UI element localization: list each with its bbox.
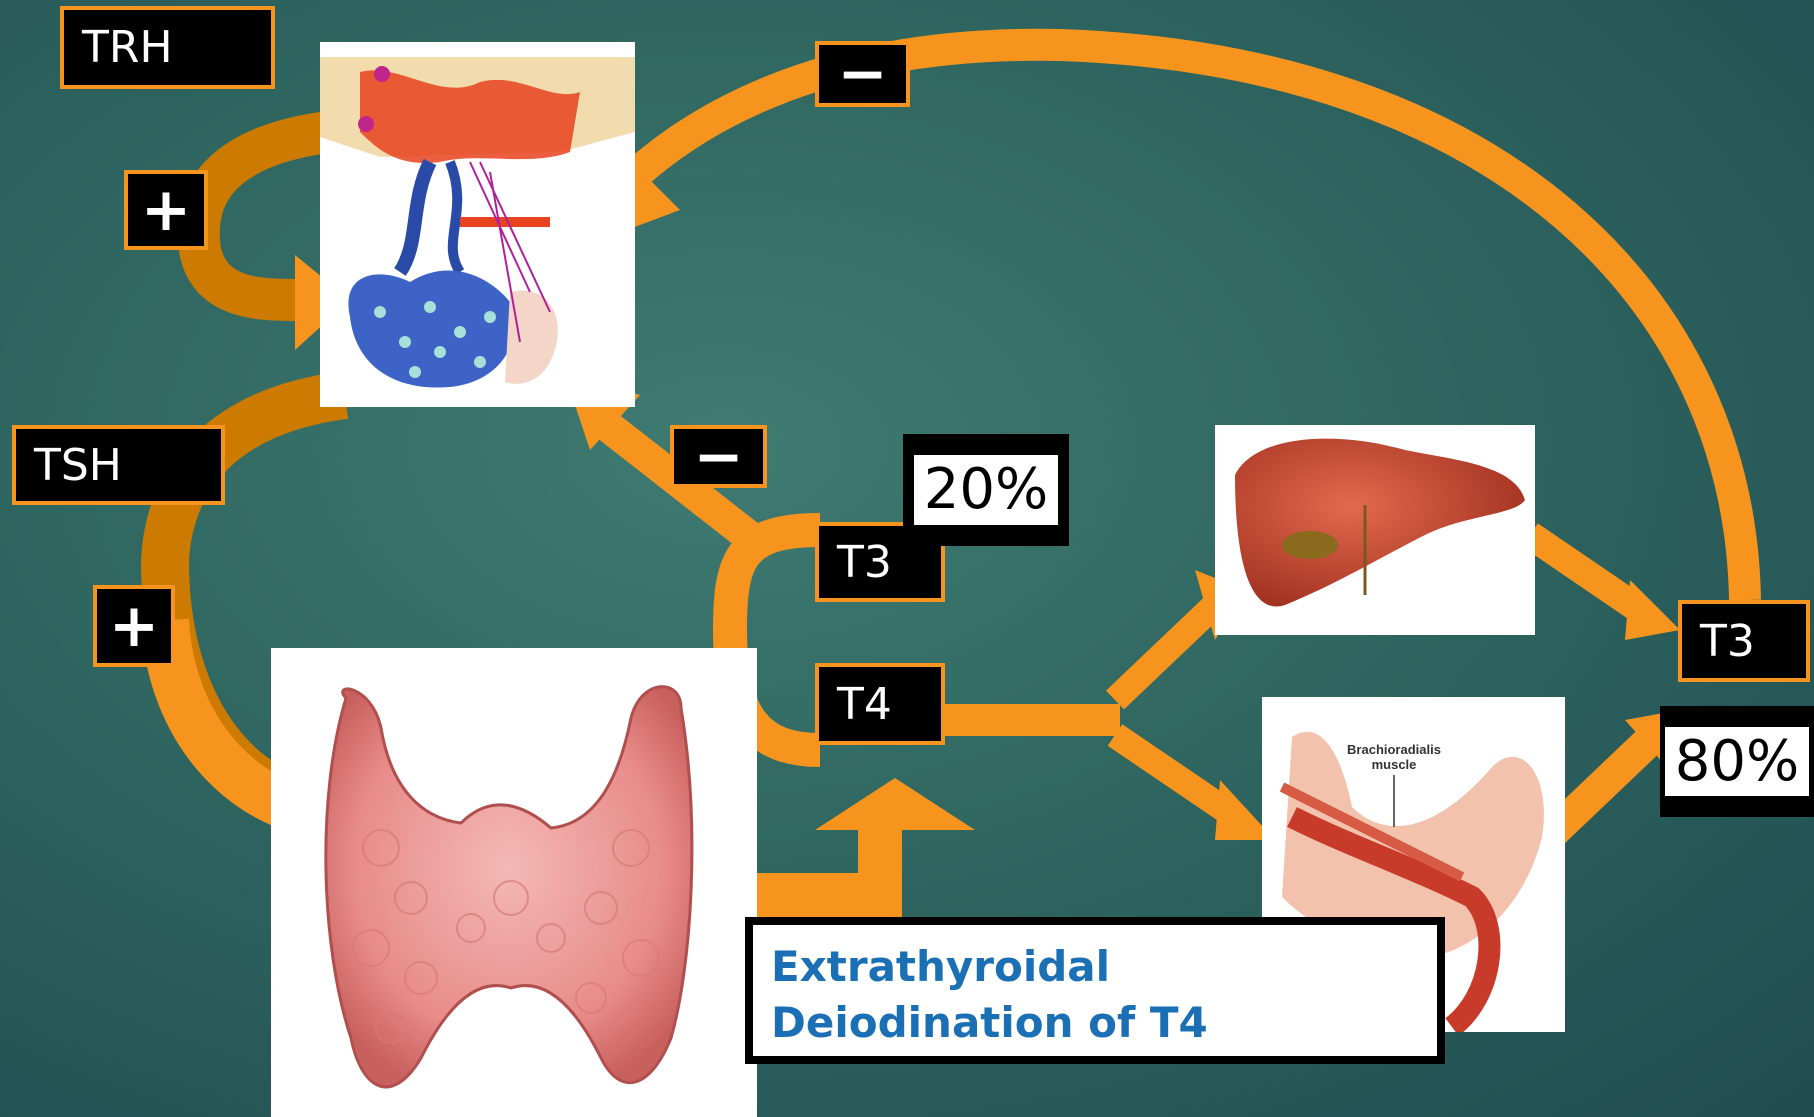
deiodination-callout: Extrathyroidal Deiodination of T4 [745,917,1445,1064]
thyroid-illustration [271,648,757,1117]
t4-center-label: T4 [815,663,945,745]
minus-sign-top: − [815,41,910,107]
percent-20-box: 20% [903,434,1069,546]
liver-to-t3 [1530,535,1640,610]
thyroid-output-head [815,778,975,830]
trh-label: TRH [60,6,275,89]
percent-80-box: 80% [1660,706,1814,817]
tsh-label: TSH [12,425,225,505]
pituitary-illustration [320,42,635,407]
callout-line1: Extrathyroidal [771,939,1419,995]
liver-to-t3-head [1625,580,1680,640]
feedback-arc-top [600,45,1745,600]
plus-sign-top: + [124,170,208,250]
muscle-caption-line1: Brachioradialis [1347,742,1441,757]
t3-right-label: T3 [1678,600,1810,682]
muscle-caption-line2: muscle [1372,757,1417,772]
minus-sign-mid: − [670,425,767,488]
branch-to-liver [1115,600,1220,700]
plus-sign-bottom: + [93,585,175,667]
callout-line2: Deiodination of T4 [771,995,1419,1051]
liver-illustration [1215,425,1535,635]
